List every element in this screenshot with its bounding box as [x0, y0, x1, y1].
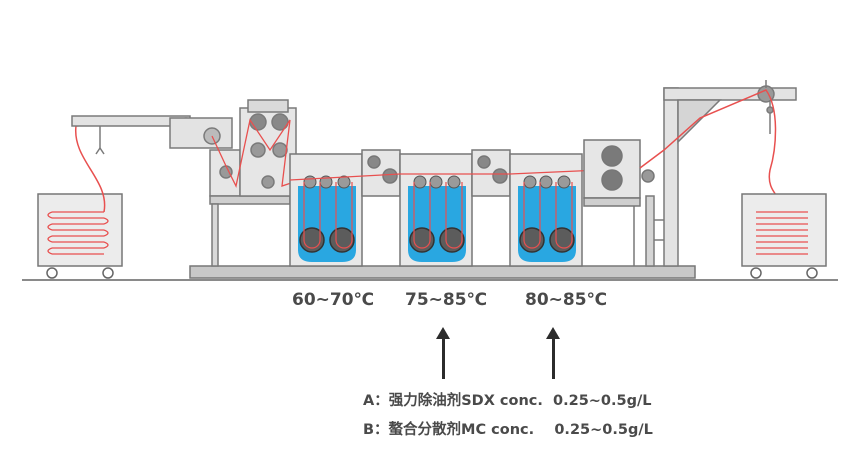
squeeze-unit-2 [471, 149, 511, 197]
padder-unit [209, 99, 297, 267]
temperature-zone-1: 60~70℃ [292, 290, 375, 310]
up-arrow-zone-3 [546, 327, 560, 381]
temperature-zone-2: 75~85℃ [405, 290, 488, 310]
machine-base [189, 265, 696, 279]
chemical-a-note: A：强力除油剂SDX conc. 0.25~0.5g/L [363, 393, 652, 409]
chemical-b-note: B：螯合分散剂MC conc. 0.25~0.5g/L [363, 422, 653, 438]
washing-range-diagram [22, 80, 838, 281]
squeeze-unit-1 [361, 149, 401, 197]
wash-tank-2 [399, 153, 473, 267]
right-delivery-cart [741, 193, 827, 279]
final-mangle [583, 139, 655, 266]
fabric-path-tanks [289, 169, 601, 181]
up-arrow-zone-2 [436, 327, 450, 381]
left-feed-cart [37, 193, 123, 279]
wash-tank-1 [289, 153, 363, 267]
feed-arm [71, 115, 233, 155]
plaiter-tower [645, 80, 797, 267]
temperature-zone-3: 80~85℃ [525, 290, 608, 310]
fabric-path-padder [211, 118, 301, 188]
